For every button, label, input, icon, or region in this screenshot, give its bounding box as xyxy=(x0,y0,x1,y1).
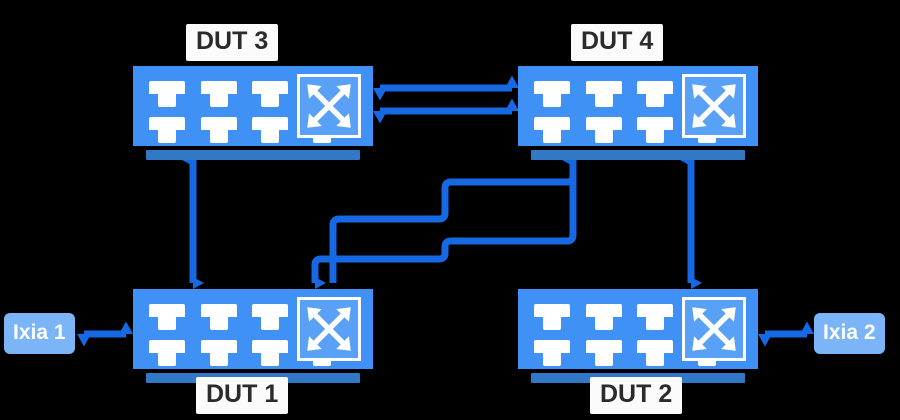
device-dut1[interactable] xyxy=(133,289,373,383)
dut4-chassis xyxy=(518,66,758,146)
dut3-label: DUT 3 xyxy=(186,24,279,61)
rj45-port-icon[interactable] xyxy=(637,117,673,143)
dut1-label: DUT 1 xyxy=(196,377,289,414)
dut4-stand xyxy=(531,150,745,160)
ixia-2-node[interactable]: Ixia 2 xyxy=(814,313,885,354)
rj45-port-icon[interactable] xyxy=(200,304,237,330)
link-cross-to-dut4 xyxy=(329,154,577,283)
dut3-stand xyxy=(146,150,360,160)
crossing-arrows-switch-icon[interactable] xyxy=(297,74,361,138)
rj45-port-icon[interactable] xyxy=(534,304,570,330)
rj45-port-icon[interactable] xyxy=(252,117,288,143)
rj45-port-icon[interactable] xyxy=(637,304,673,330)
rj45-port-icon[interactable] xyxy=(585,304,622,330)
rj45-port-icon[interactable] xyxy=(252,340,288,366)
rj45-port-icon[interactable] xyxy=(149,81,185,107)
dut3-chassis xyxy=(133,66,373,146)
rj45-port-icon[interactable] xyxy=(200,81,237,107)
dut3-port-group xyxy=(149,81,341,143)
crossing-arrows-switch-icon[interactable] xyxy=(297,297,361,361)
rj45-port-icon[interactable] xyxy=(252,81,288,107)
dut1-chassis xyxy=(133,289,373,369)
rj45-port-icon[interactable] xyxy=(585,340,622,366)
rj45-port-icon[interactable] xyxy=(200,340,237,366)
dut4-label: DUT 4 xyxy=(571,24,664,61)
rj45-port-icon[interactable] xyxy=(252,304,288,330)
rj45-port-icon[interactable] xyxy=(534,340,570,366)
device-dut3[interactable] xyxy=(133,66,373,160)
device-dut4[interactable] xyxy=(518,66,758,160)
dut2-chassis xyxy=(518,289,758,369)
rj45-port-icon[interactable] xyxy=(585,117,622,143)
rj45-port-icon[interactable] xyxy=(149,340,185,366)
rj45-port-icon[interactable] xyxy=(585,81,622,107)
rj45-port-icon[interactable] xyxy=(534,81,570,107)
rj45-port-icon[interactable] xyxy=(534,117,570,143)
crossing-arrows-switch-icon[interactable] xyxy=(682,74,746,138)
dut2-label: DUT 2 xyxy=(590,377,683,414)
rj45-port-icon[interactable] xyxy=(149,117,185,143)
rj45-port-icon[interactable] xyxy=(637,340,673,366)
crossing-arrows-switch-icon[interactable] xyxy=(682,297,746,361)
link-cross-to-dut1 xyxy=(311,160,577,289)
rj45-port-icon[interactable] xyxy=(637,81,673,107)
device-dut2[interactable] xyxy=(518,289,758,383)
rj45-port-icon[interactable] xyxy=(149,304,185,330)
ixia-1-node[interactable]: Ixia 1 xyxy=(4,313,75,354)
rj45-port-icon[interactable] xyxy=(200,117,237,143)
